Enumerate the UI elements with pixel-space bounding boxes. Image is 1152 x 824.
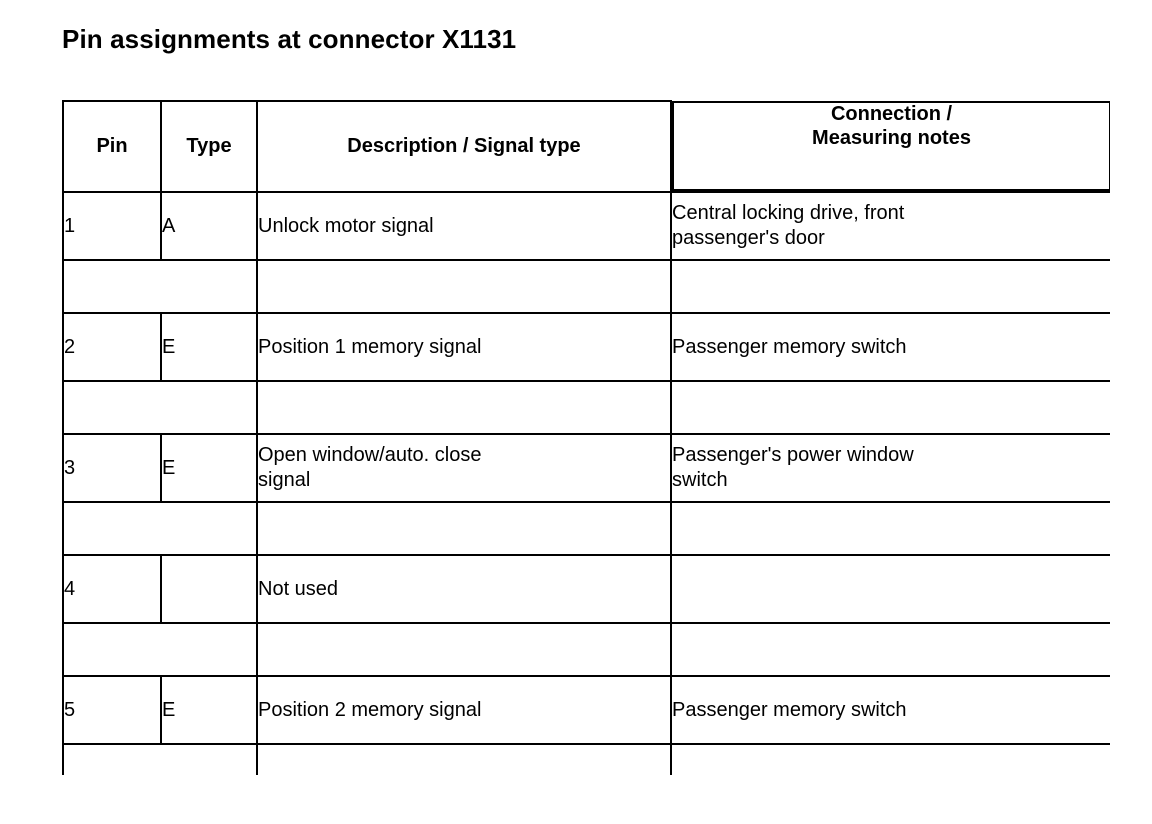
cell-description-text: Position 1 memory signal bbox=[258, 335, 482, 358]
cell-pin-text: 2 bbox=[64, 335, 76, 358]
table-row bbox=[62, 743, 1110, 775]
cell-type: E bbox=[160, 433, 258, 503]
table-row bbox=[62, 501, 1110, 556]
cell-connection-text: Passenger memory switch bbox=[672, 335, 907, 358]
cell-description-empty bbox=[256, 743, 672, 775]
cell-connection-text: Central locking drive, front passenger's… bbox=[672, 202, 905, 249]
cell-connection: Passenger memory switch bbox=[670, 675, 1110, 745]
cell-description: Open window/auto. close signal bbox=[256, 433, 672, 503]
cell-pin-type-empty bbox=[62, 622, 258, 677]
cell-connection-empty bbox=[670, 501, 1110, 556]
cell-description-text: Open window/auto. close signal bbox=[258, 444, 482, 491]
cell-pin: 2 bbox=[62, 312, 162, 382]
cell-connection bbox=[670, 554, 1110, 624]
cell-description-empty bbox=[256, 259, 672, 314]
table-body: 1 A Unlock motor signal Central locking dri… bbox=[62, 191, 1110, 775]
cell-connection-empty bbox=[670, 380, 1110, 435]
cell-description-text: Position 2 memory signal bbox=[258, 698, 482, 721]
cell-description: Unlock motor signal bbox=[256, 191, 672, 261]
cell-type-text: E bbox=[162, 456, 176, 479]
table-row: 1 A Unlock motor signal Central locking dri… bbox=[62, 191, 1110, 261]
cell-type-text: A bbox=[162, 214, 176, 237]
cell-connection-text: Passenger's power window switch bbox=[672, 444, 914, 491]
table-header-row: Pin Type Description / Signal type Conne… bbox=[62, 100, 1110, 193]
cell-connection: Central locking drive, front passenger's… bbox=[670, 191, 1110, 261]
cell-pin-text: 3 bbox=[64, 456, 76, 479]
cell-connection-text: Passenger memory switch bbox=[672, 698, 907, 721]
cell-description-text: Not used bbox=[258, 577, 339, 600]
cell-description-empty bbox=[256, 380, 672, 435]
cell-pin: 3 bbox=[62, 433, 162, 503]
column-header-connection: Connection / Measuring notes bbox=[672, 101, 1110, 191]
column-header-type: Type bbox=[160, 100, 258, 193]
pin-assignment-table: Pin Type Description / Signal type Conne… bbox=[62, 100, 1110, 775]
cell-description-empty bbox=[256, 501, 672, 556]
cell-description-text: Unlock motor signal bbox=[258, 214, 434, 237]
table-row: 3 E Open window/auto. close signal Passenge… bbox=[62, 433, 1110, 503]
cell-pin: 4 bbox=[62, 554, 162, 624]
cell-pin-type-empty bbox=[62, 380, 258, 435]
table-row: 5 E Position 2 memory signal Passenger memo… bbox=[62, 675, 1110, 745]
cell-pin-text: 4 bbox=[64, 577, 76, 600]
cell-description: Position 1 memory signal bbox=[256, 312, 672, 382]
cell-type: E bbox=[160, 312, 258, 382]
cell-pin: 1 bbox=[62, 191, 162, 261]
cell-connection: Passenger's power window switch bbox=[670, 433, 1110, 503]
cell-description-empty bbox=[256, 622, 672, 677]
cell-pin-type-empty bbox=[62, 743, 258, 775]
cell-pin-text: 1 bbox=[64, 214, 76, 237]
cell-description: Not used bbox=[256, 554, 672, 624]
table-row: 2 E Position 1 memory signal Passenger memo… bbox=[62, 312, 1110, 382]
cell-connection-empty bbox=[670, 622, 1110, 677]
cell-pin-type-empty bbox=[62, 259, 258, 314]
column-header-pin: Pin bbox=[62, 100, 162, 193]
table-row bbox=[62, 622, 1110, 677]
cell-type bbox=[160, 554, 258, 624]
cell-type-text: E bbox=[162, 698, 176, 721]
cell-connection: Passenger memory switch bbox=[670, 312, 1110, 382]
cell-pin-text: 5 bbox=[64, 698, 76, 721]
cell-type-text: E bbox=[162, 335, 176, 358]
table-row bbox=[62, 380, 1110, 435]
table-header: Pin Type Description / Signal type Conne… bbox=[62, 100, 1110, 193]
cell-type: A bbox=[160, 191, 258, 261]
cell-pin-type-empty bbox=[62, 501, 258, 556]
cell-connection-empty bbox=[670, 743, 1110, 775]
cell-pin: 5 bbox=[62, 675, 162, 745]
page-title: Pin assignments at connector X1131 bbox=[62, 24, 517, 54]
table-row: 4 Not used bbox=[62, 554, 1110, 624]
column-header-description: Description / Signal type bbox=[256, 100, 672, 193]
table-row bbox=[62, 259, 1110, 314]
cell-type: E bbox=[160, 675, 258, 745]
cell-description: Position 2 memory signal bbox=[256, 675, 672, 745]
cell-connection-empty bbox=[670, 259, 1110, 314]
pin-assignment-table-clip: Pin Type Description / Signal type Conne… bbox=[62, 100, 1110, 775]
